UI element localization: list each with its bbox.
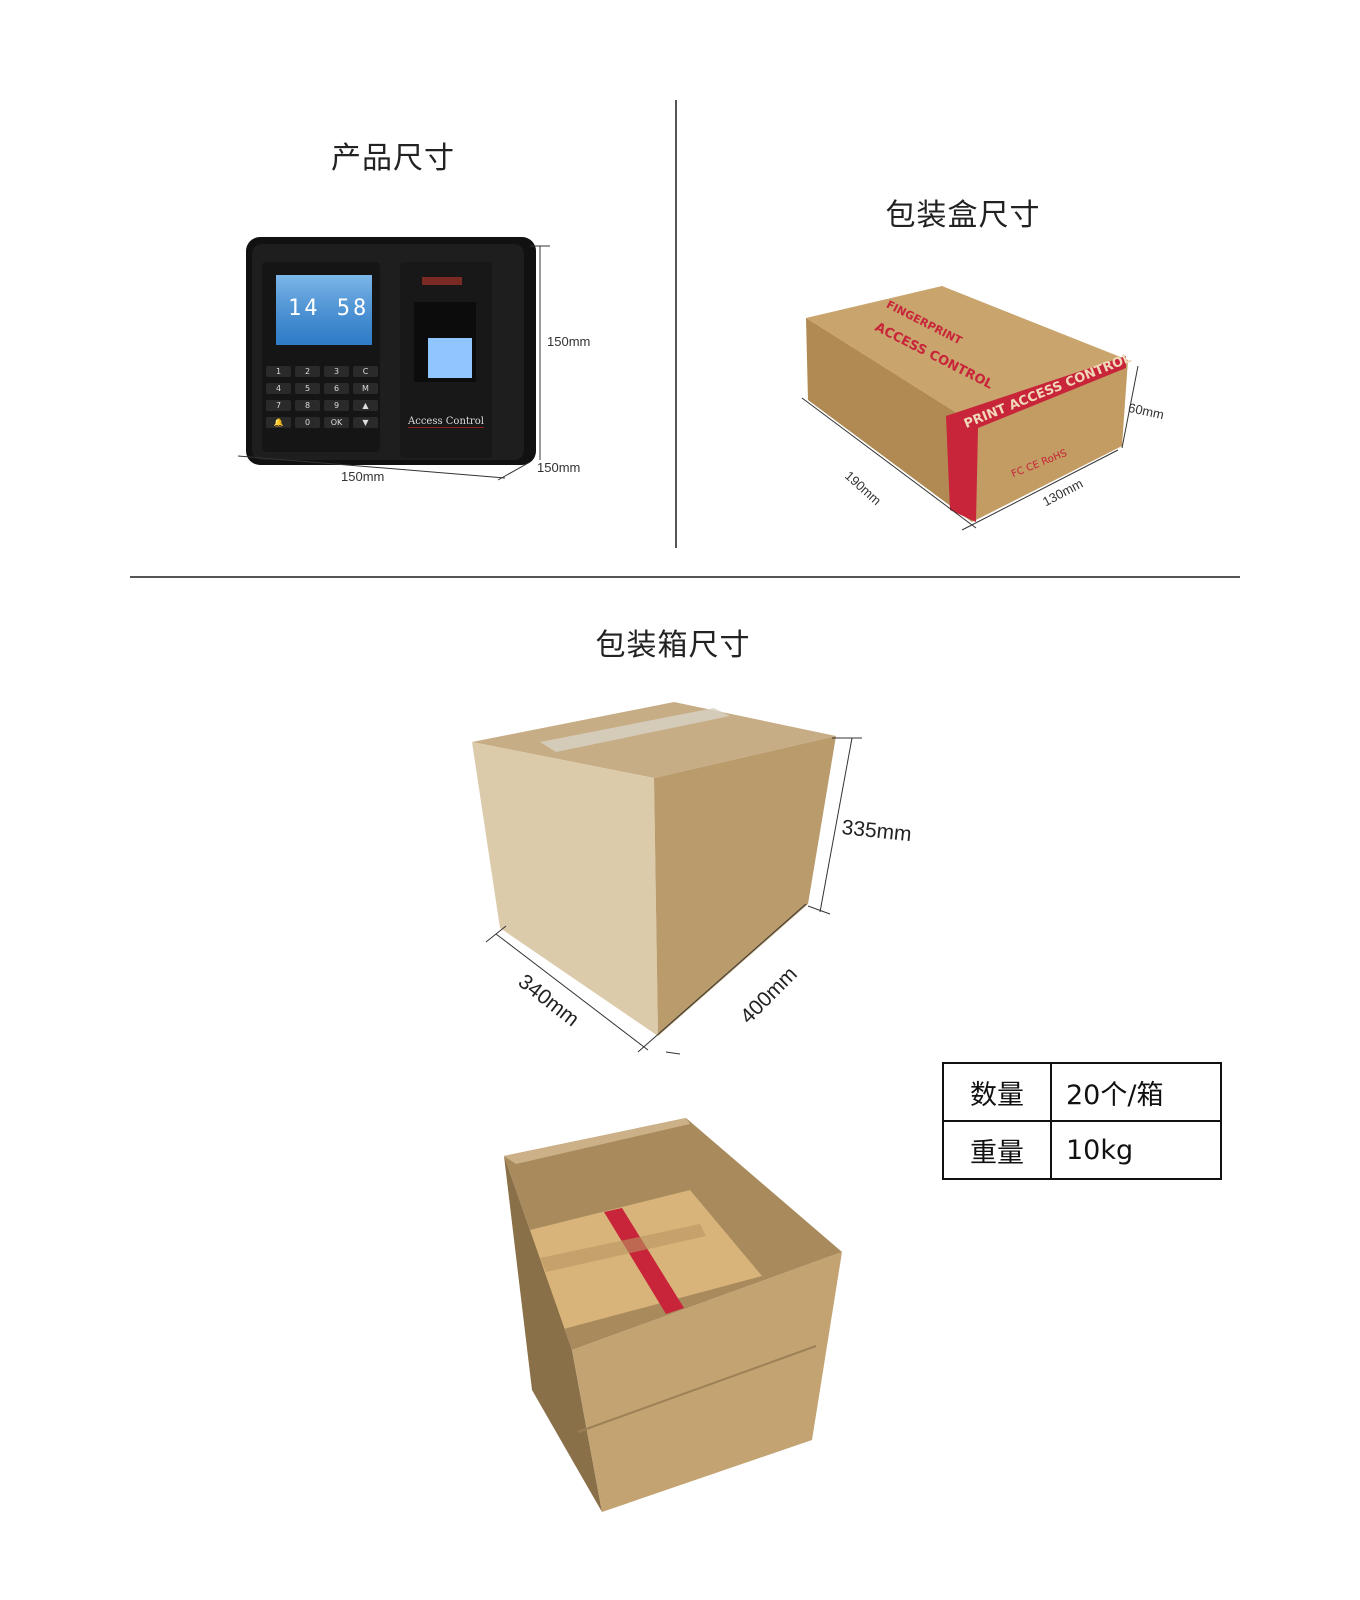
key: 6 bbox=[324, 383, 349, 394]
package-box-size-title: 包装盒尺寸 bbox=[885, 198, 1041, 233]
vertical-divider bbox=[675, 100, 677, 548]
carton-size-title: 包装箱尺寸 bbox=[595, 628, 751, 663]
key: 1 bbox=[266, 366, 291, 377]
weight-value: 10kg bbox=[1050, 1120, 1222, 1180]
key: 5 bbox=[295, 383, 320, 394]
key: 8 bbox=[295, 400, 320, 411]
key: M bbox=[353, 383, 378, 394]
key: OK bbox=[324, 417, 349, 428]
key: 4 bbox=[266, 383, 291, 394]
key: ▼ bbox=[353, 417, 378, 428]
product-height-label: 150mm bbox=[547, 334, 591, 349]
table-row: 数量 20个/箱 bbox=[942, 1062, 1222, 1122]
key: 3 bbox=[324, 366, 349, 377]
table-row: 重量 10kg bbox=[942, 1120, 1222, 1180]
key: 9 bbox=[324, 400, 349, 411]
device-brand-label: Access Control bbox=[408, 416, 484, 428]
product-width-label: 150mm bbox=[341, 469, 385, 484]
product-size-title: 产品尺寸 bbox=[331, 141, 455, 176]
product-depth-label: 150mm bbox=[537, 460, 581, 475]
quantity-value: 20个/箱 bbox=[1050, 1062, 1222, 1122]
key: ▲ bbox=[353, 400, 378, 411]
key: C bbox=[353, 366, 378, 377]
spec-table: 数量 20个/箱 重量 10kg bbox=[942, 1062, 1222, 1180]
key: 0 bbox=[295, 417, 320, 428]
bell-icon: 🔔 bbox=[266, 417, 291, 428]
quantity-key: 数量 bbox=[942, 1062, 1052, 1122]
device-keypad: 1 2 3 C 4 5 6 M 7 8 9 ▲ 🔔 0 OK ▼ bbox=[266, 366, 378, 428]
access-control-device-image bbox=[237, 237, 550, 481]
key: 2 bbox=[295, 366, 320, 377]
package-box-image bbox=[801, 286, 1139, 531]
key: 7 bbox=[266, 400, 291, 411]
device-screen-clock: 14 58 bbox=[288, 296, 370, 321]
horizontal-divider bbox=[130, 576, 1240, 578]
weight-key: 重量 bbox=[942, 1120, 1052, 1180]
